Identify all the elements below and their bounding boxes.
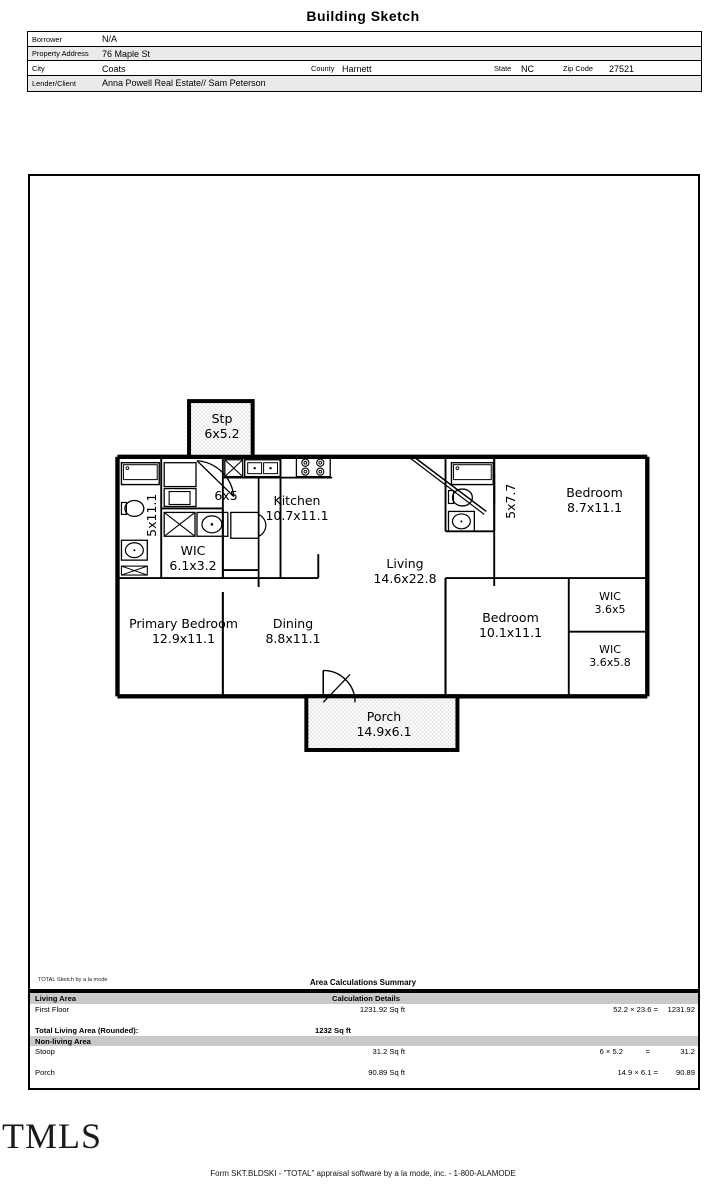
room-label-dining: Dining 8.8x11.1: [265, 616, 321, 646]
room-label-primary-bedroom: Primary Bedroom 12.9x11.1: [129, 616, 238, 646]
room-label-left-bath: 5x11.1: [143, 493, 159, 537]
borrower-label: Borrower: [32, 34, 62, 44]
county-value: Harnett: [342, 63, 372, 74]
room-label-laundry: 6x5: [214, 488, 238, 503]
form-footer-text: Form SKT.BLDSKI - "TOTAL" appraisal soft…: [210, 1169, 516, 1178]
lender-client-label: Lender/Client: [32, 78, 76, 88]
sketch-credit: TOTAL Sketch by a la mode: [38, 977, 108, 983]
porch-calc: 14.9 × 6.1 =: [617, 1068, 658, 1078]
floor-plan-drawing: [115, 399, 650, 752]
building-sketch-frame: Stp 6x5.2 6x5 5x11.1 WIC 6.1x3.2 Kitchen…: [28, 174, 700, 991]
page-title: Building Sketch: [306, 8, 420, 24]
borrower-value: N/A: [102, 34, 118, 45]
room-label-stoop: Stp 6x5.2: [204, 411, 240, 441]
calculation-details-header: Calculation Details: [332, 994, 400, 1004]
stoop-label: Stoop: [35, 1047, 55, 1057]
county-label: County: [311, 63, 335, 73]
table-row-total-living-area: Total Living Area (Rounded): 1232 Sq ft: [30, 1025, 698, 1036]
room-label-living: Living 14.6x22.8: [373, 556, 437, 586]
stoop-amount: 31.2 Sq ft: [372, 1047, 405, 1057]
first-floor-result: 1231.92: [667, 1004, 695, 1014]
city-value: Coats: [102, 63, 126, 74]
summary-section-non-living-area: Non-living Area: [30, 1035, 698, 1046]
state-label: State: [494, 63, 512, 73]
tmls-logo: TMLS: [2, 1116, 103, 1156]
room-label-wic-primary: WIC 6.1x3.2: [169, 543, 217, 573]
room-label-kitchen: Kitchen 10.7x11.1: [265, 493, 329, 523]
stoop-result: 31.2: [680, 1047, 695, 1057]
stoop-equals: =: [645, 1047, 650, 1057]
room-label-bedroom-upper: Bedroom 8.7x11.1: [566, 485, 623, 515]
area-calculations-title: Area Calculations Summary: [309, 978, 417, 987]
porch-label: Porch: [35, 1068, 55, 1078]
porch-result: 90.89: [675, 1068, 695, 1078]
non-living-area-header: Non-living Area: [35, 1036, 91, 1046]
property-address-label: Property Address: [32, 49, 89, 59]
room-label-right-bath: 5x7.7: [502, 483, 518, 519]
table-row-stoop: Stoop 31.2 Sq ft 6 × 5.2 = 31.2: [30, 1046, 698, 1067]
stoop-calc: 6 × 5.2: [599, 1047, 623, 1057]
state-value: NC: [521, 63, 534, 74]
summary-section-living-area: Living Area Calculation Details: [30, 993, 698, 1004]
table-row-first-floor: First Floor 1231.92 Sq ft 52.2 × 23.6 = …: [30, 1004, 698, 1025]
table-row-borrower: Borrower N/A: [28, 32, 701, 47]
total-living-area-label: Total Living Area (Rounded):: [35, 1025, 139, 1035]
room-label-wic-upper: WIC 3.6x5: [594, 590, 626, 616]
property-address-value: 76 Maple St: [102, 49, 151, 60]
room-label-wic-lower: WIC 3.6x5.8: [589, 643, 631, 669]
first-floor-calc: 52.2 × 23.6 =: [613, 1004, 658, 1014]
table-row-lender-client: Lender/Client Anna Powell Real Estate// …: [28, 76, 701, 91]
table-row-city-county-state-zip: City Coats County Harnett State NC Zip C…: [28, 61, 701, 77]
first-floor-amount: 1231.92 Sq ft: [359, 1004, 405, 1014]
porch-amount: 90.89 Sq ft: [368, 1068, 405, 1078]
zip-code-value: 27521: [609, 63, 635, 74]
lender-client-value: Anna Powell Real Estate// Sam Peterson: [102, 78, 266, 89]
room-label-bedroom-lower: Bedroom 10.1x11.1: [478, 610, 543, 640]
table-row-property-address: Property Address 76 Maple St: [28, 46, 701, 62]
area-calculations-summary-table: Living Area Calculation Details First Fl…: [28, 991, 700, 1090]
table-row-porch: Porch 90.89 Sq ft 14.9 × 6.1 = 90.89: [30, 1067, 698, 1088]
room-label-porch: Porch 14.9x6.1: [356, 709, 412, 739]
city-label: City: [32, 63, 45, 73]
total-living-area-value: 1232 Sq ft: [315, 1025, 351, 1035]
living-area-header: Living Area: [35, 994, 77, 1004]
zip-code-label: Zip Code: [563, 63, 593, 73]
property-identification-table: Borrower N/A Property Address 76 Maple S…: [27, 31, 702, 92]
first-floor-label: First Floor: [35, 1004, 70, 1014]
